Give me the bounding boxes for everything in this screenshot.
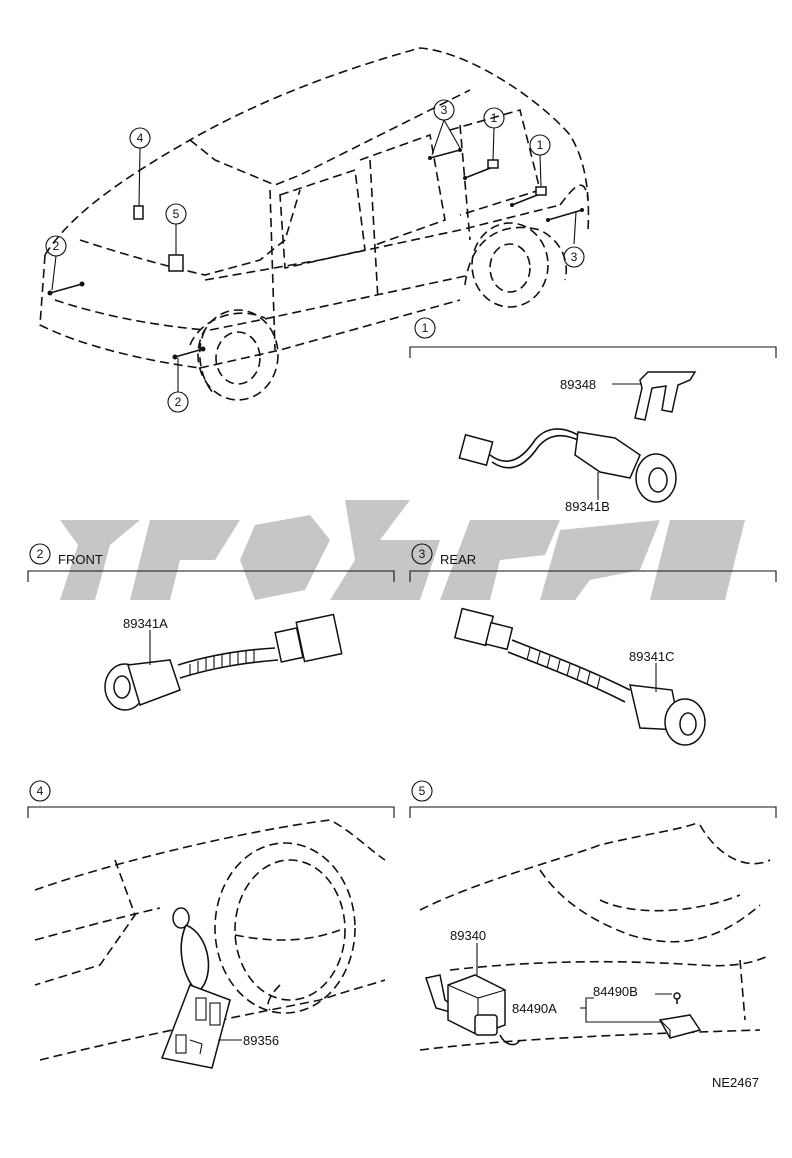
callout-1-a: 1: [491, 111, 498, 125]
callout-circle-2-bottom: [167, 391, 189, 413]
callout-2-bottom: 2: [175, 395, 182, 409]
control-unit-89340: [425, 974, 521, 1046]
section-4-number: 4: [37, 784, 44, 798]
section-3-number: 3: [419, 547, 426, 561]
callout-4: 4: [137, 131, 144, 145]
parking-switch-89356: [160, 907, 231, 1069]
diagram-code: NE2467: [712, 1075, 759, 1090]
section-1-bracket: [409, 317, 777, 358]
vehicle-parking-switch: [133, 205, 144, 220]
callout-3-rear: 3: [571, 250, 578, 264]
sensor-89341C: [453, 607, 706, 746]
callout-circle-1-a: [483, 107, 505, 129]
label-89340: 89340: [450, 928, 486, 943]
label-89341A: 89341A: [123, 616, 168, 631]
callout-circle-2-left: [45, 235, 67, 257]
section-2-title: FRONT: [58, 552, 103, 567]
vehicle-sensor-side-upper: [428, 148, 499, 180]
callout-circle-1-b: [529, 134, 551, 156]
van-outline: [39, 47, 590, 401]
section-5-bracket: [409, 780, 777, 818]
callout-5: 5: [173, 207, 180, 221]
leader-84490: [580, 993, 672, 1023]
vehicle-leader-lines: [51, 119, 577, 392]
vehicle-sensor-front-bottom: [172, 346, 206, 360]
section-3-bracket: [409, 543, 777, 582]
label-89348: 89348: [560, 377, 596, 392]
section-2-bracket: [27, 543, 395, 582]
label-89341B: 89341B: [565, 499, 610, 514]
vehicle-sensor-side-rear: [510, 186, 584, 222]
callout-circle-3-top: [433, 99, 455, 121]
label-84490B: 84490B: [593, 984, 638, 999]
callout-circle-5: [165, 203, 187, 225]
vehicle-sensor-front-left: [47, 281, 85, 296]
label-84490A: 84490A: [512, 1001, 557, 1016]
bracket-89348: [634, 371, 697, 421]
section-4-bracket: [27, 780, 395, 818]
label-89341C: 89341C: [629, 649, 675, 664]
watermark-logo: [60, 500, 745, 600]
callout-circle-4: [129, 127, 151, 149]
label-89356: 89356: [243, 1033, 279, 1048]
clip-84490B: [673, 992, 681, 1004]
section-1-number: 1: [422, 321, 429, 335]
section-3-title: REAR: [440, 552, 476, 567]
callout-1-b: 1: [537, 138, 544, 152]
callout-3-top: 3: [441, 103, 448, 117]
sensor-89341A: [104, 613, 343, 711]
callout-circle-3-rear: [563, 246, 585, 268]
connector-84490A: [658, 1014, 702, 1039]
dashboard-outline-5: [419, 821, 771, 1051]
vehicle-control-unit: [168, 254, 184, 272]
section-2-number: 2: [37, 547, 44, 561]
section-5-number: 5: [419, 784, 426, 798]
callout-2-left: 2: [53, 239, 60, 253]
sensor-89341B: [458, 428, 677, 503]
